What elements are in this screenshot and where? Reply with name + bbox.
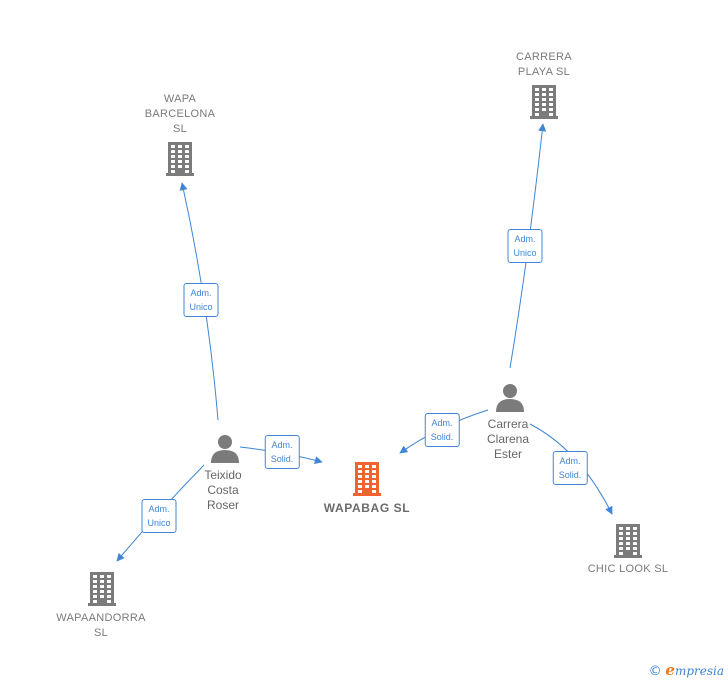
node-wapabag-label[interactable]: WAPABAG SL: [323, 501, 411, 515]
building-icon[interactable]: [88, 572, 116, 606]
edge-label-carrera-carrera-playa: Adm. Unico: [507, 229, 543, 263]
building-icon[interactable]: [530, 85, 558, 119]
person-icon[interactable]: [211, 435, 239, 463]
node-teixido-label[interactable]: Teixido Costa Roser: [204, 468, 242, 512]
building-icon[interactable]: [353, 462, 381, 496]
node-wapaandorra-label[interactable]: WAPAANDORRA SL: [56, 612, 146, 639]
brand-initial: e: [665, 661, 675, 679]
node-carrera-playa-label[interactable]: CARRERA PLAYA SL: [516, 51, 572, 78]
building-icon[interactable]: [614, 524, 642, 558]
person-icon[interactable]: [496, 384, 524, 412]
empresia-logo: © empresia: [649, 661, 724, 679]
edge-label-teixido-wapabag: Adm. Solid.: [264, 435, 300, 469]
copyright-symbol: ©: [648, 664, 662, 679]
node-wapa-barcelona-label[interactable]: WAPA BARCELONA SL: [144, 93, 216, 135]
edge-label-teixido-wapaandorra: Adm. Unico: [141, 499, 177, 533]
edge-label-carrera-wapabag: Adm. Solid.: [424, 413, 460, 447]
brand-name: mpresia: [674, 664, 724, 678]
edge-label-carrera-chic-look: Adm. Solid.: [552, 451, 588, 485]
node-carrera-clarena-label[interactable]: Carrera Clarena Ester: [486, 417, 530, 461]
building-icon[interactable]: [166, 142, 194, 176]
node-chic-look-label[interactable]: CHIC LOOK SL: [587, 563, 669, 575]
edge-label-teixido-wapa-barcelona: Adm. Unico: [183, 283, 219, 317]
